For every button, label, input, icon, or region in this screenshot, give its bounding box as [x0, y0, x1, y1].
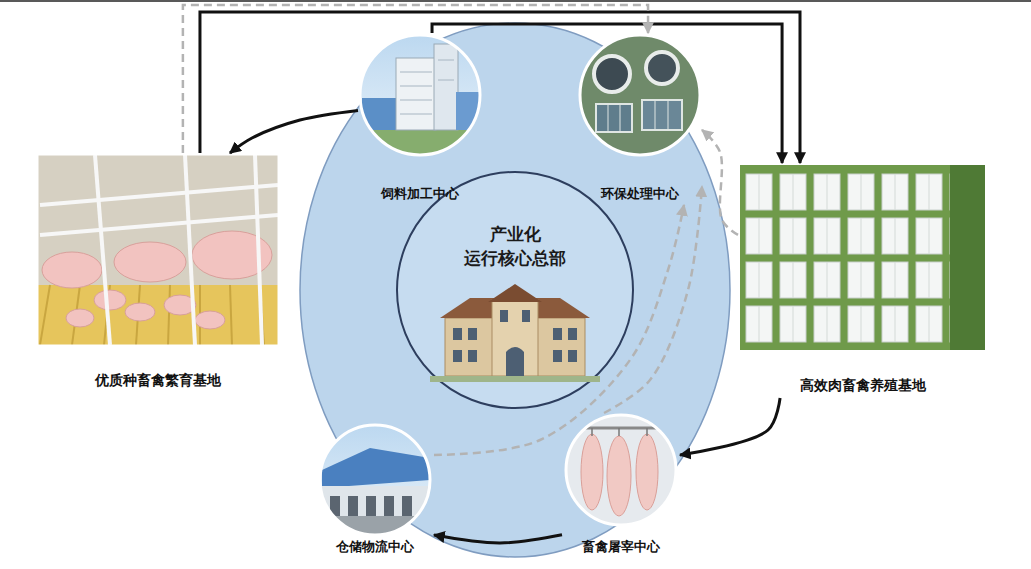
outer-ring	[300, 23, 730, 557]
material-flow-arrow	[230, 110, 358, 153]
material-flow-arrow	[200, 12, 800, 163]
waste-flow-arrow	[702, 130, 738, 235]
breeding-picture	[38, 155, 278, 345]
base-node: 优质种畜禽繁育基地	[36, 153, 280, 393]
feed-mill-frame	[360, 35, 480, 155]
warehouse-picture	[320, 425, 430, 536]
slaughter-picture	[566, 415, 676, 525]
hq-building	[430, 284, 600, 382]
facility-node: 仓储物流中心	[316, 423, 434, 558]
core-ring	[397, 172, 633, 408]
facility-node: 畜禽屠宰中心	[562, 413, 680, 558]
facility-node: 环保处理中心	[578, 33, 702, 205]
material-flow-arrow	[432, 24, 782, 163]
waste-flow-arrow	[183, 5, 648, 153]
facility-node: 饲料加工中心	[358, 33, 482, 205]
treatment-plant-picture	[580, 35, 700, 155]
slaughter-frame	[566, 415, 676, 525]
warehouse-frame	[320, 425, 430, 535]
node-label: 饲料加工中心	[381, 186, 459, 202]
node-label: 畜禽屠宰中心	[582, 539, 660, 555]
node-label: 环保处理中心	[601, 186, 679, 202]
node-label: 优质种畜禽繁育基地	[95, 372, 221, 389]
farm-picture	[740, 165, 985, 350]
top-rule	[0, 0, 1031, 2]
node-label: 仓储物流中心	[336, 539, 414, 555]
core-node: 产业化 运行核心总部	[397, 172, 633, 408]
node-label: 高效肉畜禽养殖基地	[800, 377, 926, 394]
treatment-plant-frame	[580, 35, 700, 155]
feed-mill-picture	[360, 35, 482, 158]
waste-flow-arrow	[434, 205, 684, 455]
node-label: 产业化 运行核心总部	[440, 222, 590, 270]
breeding-frame	[38, 155, 278, 345]
base-node: 高效肉畜禽养殖基地	[738, 163, 987, 398]
material-flow-arrow	[434, 535, 562, 543]
material-flow-arrow	[680, 398, 780, 455]
waste-flow-arrow	[604, 186, 702, 413]
